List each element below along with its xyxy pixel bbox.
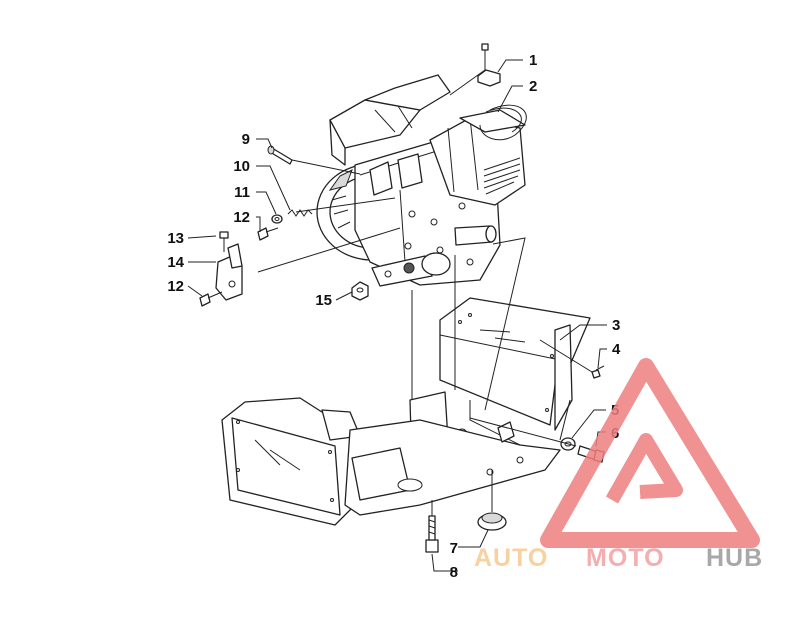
engine-assembly xyxy=(316,74,527,287)
part-10-spring xyxy=(287,209,313,217)
callout-8: 8 xyxy=(450,564,458,581)
automotohub-watermark: AUTO MOTO HUB xyxy=(474,358,763,572)
part-9-pin xyxy=(267,145,293,165)
part-14-bracket xyxy=(215,243,243,301)
callout-7: 7 xyxy=(450,540,458,557)
engine-mount-bracket xyxy=(221,297,591,526)
watermark-logo-icon xyxy=(540,358,760,548)
callout-14: 14 xyxy=(167,254,184,271)
part-1-clamp xyxy=(477,43,501,87)
part-12-bolt-lower xyxy=(199,291,223,307)
callout-2: 2 xyxy=(529,78,537,95)
callout-1: 1 xyxy=(529,52,537,69)
part-12-bolt-upper xyxy=(257,227,279,241)
callout-13: 13 xyxy=(167,230,184,247)
callout-11: 11 xyxy=(234,184,250,201)
callout-15: 15 xyxy=(315,292,332,309)
part-7-grommet xyxy=(477,512,507,531)
watermark-text-moto: MOTO xyxy=(586,544,665,572)
part-4-screw xyxy=(591,365,605,379)
callout-12-lower: 12 xyxy=(167,278,184,295)
callout-3: 3 xyxy=(612,317,620,334)
callout-9: 9 xyxy=(242,131,250,148)
part-11-washer xyxy=(271,214,283,224)
leader-lines xyxy=(187,59,607,572)
part-13-screw xyxy=(219,231,229,252)
part-8-bolt xyxy=(425,515,439,553)
callout-12-upper: 12 xyxy=(233,209,250,226)
part-15-nut xyxy=(351,281,369,301)
watermark-text-hub: HUB xyxy=(706,544,763,572)
callout-10: 10 xyxy=(233,158,250,175)
callout-4: 4 xyxy=(612,341,621,358)
watermark-text-auto: AUTO xyxy=(474,544,548,572)
